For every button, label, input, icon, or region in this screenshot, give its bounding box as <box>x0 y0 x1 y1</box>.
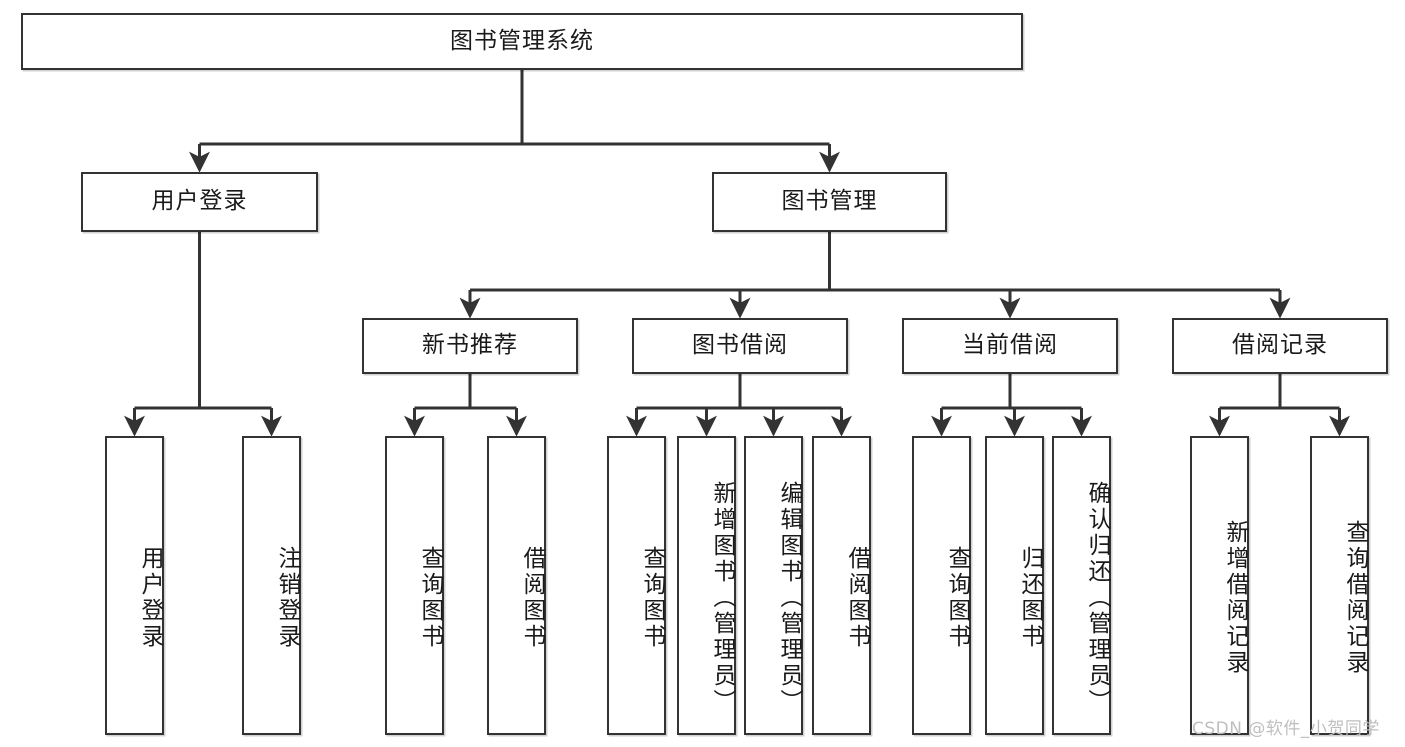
node-leaf-add-record[interactable]: 新增借阅记录 <box>1190 436 1249 735</box>
node-leaf-add-book[interactable]: 新增图书（管理员） <box>677 436 736 735</box>
node-leaf-edit-book[interactable]: 编辑图书（管理员） <box>744 436 803 735</box>
node-leaf-borrow-book-bb[interactable]: 借阅图书 <box>812 436 871 735</box>
node-leaf-user-logout[interactable]: 注销登录 <box>242 436 301 735</box>
node-current-borrow[interactable]: 当前借阅 <box>902 318 1118 374</box>
csdn-watermark: CSDN @软件_小贺同学 <box>1192 719 1380 739</box>
node-leaf-return-book[interactable]: 归还图书 <box>985 436 1044 735</box>
node-leaf-query-book-nb[interactable]: 查询图书 <box>385 436 444 735</box>
node-new-book-recommend[interactable]: 新书推荐 <box>362 318 578 374</box>
node-book-borrow[interactable]: 图书借阅 <box>632 318 848 374</box>
node-leaf-query-book-cb[interactable]: 查询图书 <box>912 436 971 735</box>
node-leaf-query-book-bb[interactable]: 查询图书 <box>607 436 666 735</box>
node-leaf-borrow-book-nb[interactable]: 借阅图书 <box>487 436 546 735</box>
node-borrow-record[interactable]: 借阅记录 <box>1172 318 1388 374</box>
node-leaf-query-record[interactable]: 查询借阅记录 <box>1310 436 1369 735</box>
node-book-manage[interactable]: 图书管理 <box>712 172 947 232</box>
node-leaf-confirm-return[interactable]: 确认归还（管理员） <box>1052 436 1111 735</box>
node-leaf-user-login[interactable]: 用户登录 <box>105 436 164 735</box>
node-root[interactable]: 图书管理系统 <box>21 13 1023 70</box>
node-user-login[interactable]: 用户登录 <box>81 172 318 232</box>
